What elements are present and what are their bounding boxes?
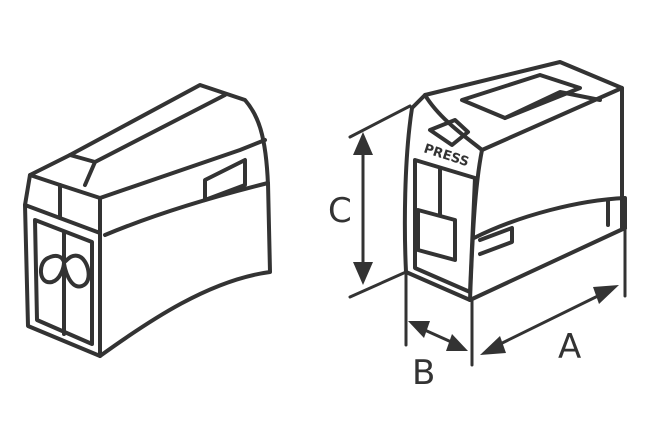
dimension-b: B xyxy=(404,270,474,393)
arrow-down-icon xyxy=(353,262,373,285)
dimension-a: A xyxy=(480,226,627,367)
dimension-label-a: A xyxy=(558,327,581,367)
dimension-c: C xyxy=(328,104,412,299)
arrow-left-icon xyxy=(408,321,430,338)
dimension-label-b: B xyxy=(412,353,435,393)
arrow-up-icon xyxy=(353,132,373,155)
arrow-right-icon xyxy=(593,285,619,304)
arrow-left-icon xyxy=(480,336,506,355)
right-connector-drawing: PRESS xyxy=(402,60,627,302)
left-connector-drawing xyxy=(23,83,272,358)
arrow-right-icon xyxy=(446,334,468,351)
dimension-label-c: C xyxy=(328,191,352,231)
